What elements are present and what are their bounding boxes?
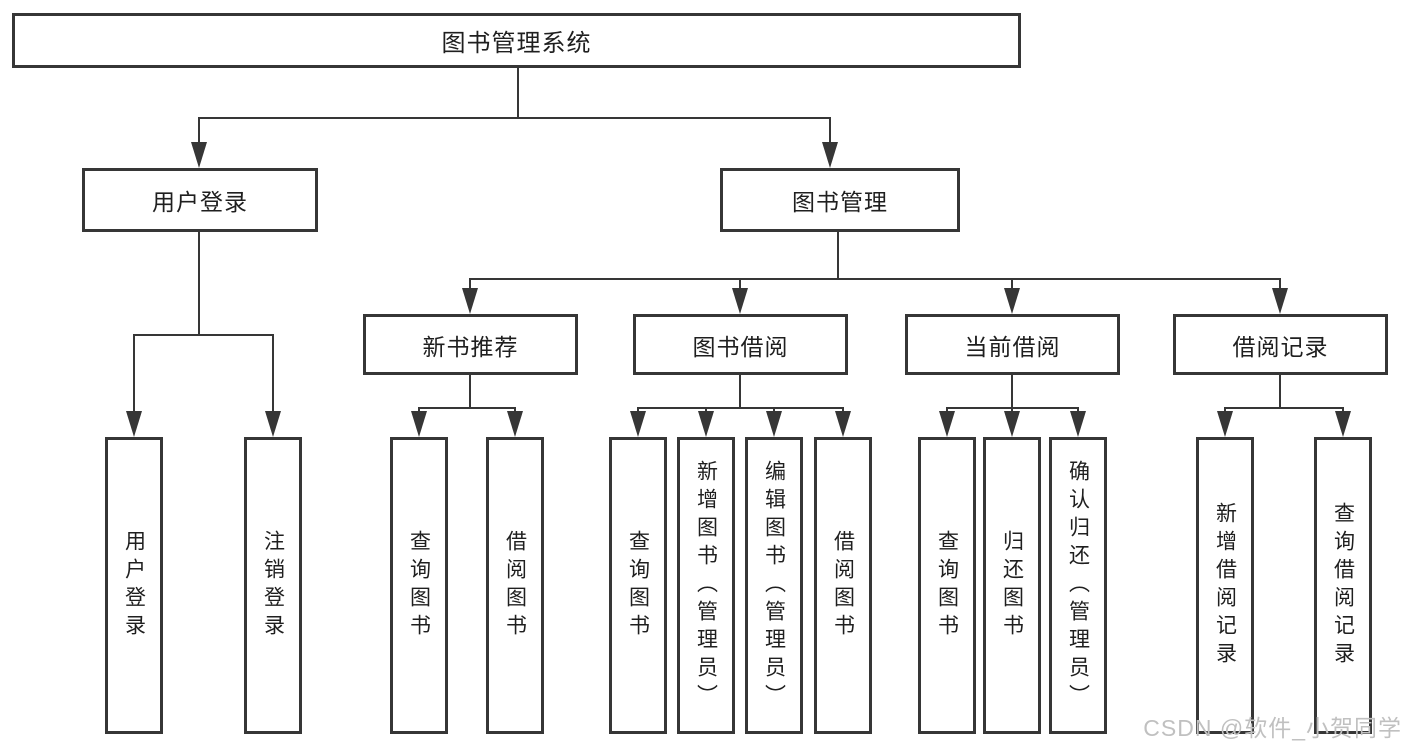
leaf-query-books-recommend-label: 查询图书 <box>407 529 431 642</box>
leaf-query-borrow-record: 查询借阅记录 <box>1314 437 1372 734</box>
arrowhead-add-book-admin <box>698 411 714 437</box>
leaf-query-borrow-record-label: 查询借阅记录 <box>1331 501 1355 670</box>
leaf-user-login-label: 用户登录 <box>122 529 146 642</box>
connector-new-book-branch <box>418 407 516 409</box>
arrowhead-borrow-books-borrow <box>835 411 851 437</box>
arrowhead-leaf-user-login <box>126 411 142 437</box>
node-current-borrow-label: 当前借阅 <box>964 333 1061 360</box>
leaf-return-book-label: 归还图书 <box>1000 529 1024 642</box>
node-borrow-record: 借阅记录 <box>1173 314 1388 375</box>
csdn-watermark: CSDN @软件_小贺同学 <box>1143 715 1402 741</box>
leaf-query-books-recommend: 查询图书 <box>390 437 448 734</box>
arrowhead-return-book <box>1004 411 1020 437</box>
connector-top-branch <box>198 117 831 119</box>
leaf-borrow-books-recommend-label: 借阅图书 <box>503 529 527 642</box>
arrowhead-query-books-current <box>939 411 955 437</box>
arrowhead-borrow-record <box>1272 288 1288 314</box>
connector-leg-confirm-return <box>1077 407 1079 412</box>
connector-leg-edit-book-admin <box>773 407 775 412</box>
node-book-management-label: 图书管理 <box>792 189 888 215</box>
leaf-return-book: 归还图书 <box>983 437 1041 734</box>
connector-leg-new-book <box>469 278 471 289</box>
leaf-borrow-books-recommend: 借阅图书 <box>486 437 544 734</box>
connector-leg-leaf-logout <box>272 334 274 411</box>
leaf-add-borrow-record: 新增借阅记录 <box>1196 437 1254 734</box>
connector-leg-current-borrow <box>1011 278 1013 289</box>
arrowhead-new-book <box>462 288 478 314</box>
leaf-confirm-return-admin: 确认归还（管理员） <box>1049 437 1107 734</box>
node-new-book-recommend: 新书推荐 <box>363 314 578 375</box>
arrowhead-add-borrow-record <box>1217 411 1233 437</box>
leaf-confirm-return-admin-label: 确认归还（管理员） <box>1066 459 1090 712</box>
leaf-add-borrow-record-label: 新增借阅记录 <box>1213 501 1237 670</box>
arrowhead-confirm-return <box>1070 411 1086 437</box>
node-current-borrow: 当前借阅 <box>905 314 1120 375</box>
node-user-login-label: 用户登录 <box>152 189 248 215</box>
connector-book-borrow-stem <box>739 375 741 408</box>
connector-book-management-stem <box>837 232 839 279</box>
connector-leg-leaf-user-login <box>133 334 135 411</box>
leaf-query-books-borrow: 查询图书 <box>609 437 667 734</box>
arrowhead-current-borrow <box>1004 288 1020 314</box>
arrowhead-user-login <box>191 142 207 168</box>
node-book-management: 图书管理 <box>720 168 960 232</box>
arrowhead-book-borrow <box>732 288 748 314</box>
connector-current-borrow-stem <box>1011 375 1013 408</box>
connector-leg-borrow-record <box>1279 278 1281 289</box>
connector-leg-query-books-recommend <box>418 407 420 412</box>
node-new-book-recommend-label: 新书推荐 <box>422 333 519 360</box>
connector-user-login-branch <box>133 334 274 336</box>
node-borrow-record-label: 借阅记录 <box>1232 333 1329 360</box>
arrowhead-edit-book-admin <box>766 411 782 437</box>
arrowhead-query-borrow-record <box>1335 411 1351 437</box>
connector-leg-borrow-books-borrow <box>842 407 844 412</box>
leaf-add-book-admin: 新增图书（管理员） <box>677 437 735 734</box>
connector-leg-book-borrow <box>739 278 741 289</box>
connector-user-login-stem <box>198 232 200 335</box>
connector-leg-query-books-borrow <box>637 407 639 412</box>
arrowhead-leaf-logout <box>265 411 281 437</box>
connector-borrow-record-stem <box>1279 375 1281 408</box>
leaf-borrow-books-borrow-label: 借阅图书 <box>831 529 855 642</box>
connector-level3-branch <box>469 278 1281 280</box>
leaf-logout-label: 注销登录 <box>261 529 285 642</box>
connector-leg-return-book <box>1011 407 1013 412</box>
connector-leg-add-borrow-record <box>1224 407 1226 412</box>
leaf-query-books-current: 查询图书 <box>918 437 976 734</box>
leaf-user-login: 用户登录 <box>105 437 163 734</box>
connector-leg-add-book-admin <box>705 407 707 412</box>
node-user-login: 用户登录 <box>82 168 318 232</box>
leaf-edit-book-admin-label: 编辑图书（管理员） <box>762 459 786 712</box>
node-book-borrow-label: 图书借阅 <box>692 333 789 360</box>
connector-book-borrow-branch <box>637 407 844 409</box>
arrowhead-borrow-books-recommend <box>507 411 523 437</box>
connector-leg-borrow-books-recommend <box>514 407 516 412</box>
arrowhead-query-books-borrow <box>630 411 646 437</box>
connector-borrow-record-branch <box>1224 407 1344 409</box>
connector-new-book-stem <box>469 375 471 408</box>
connector-leg-book-management <box>829 117 831 142</box>
leaf-logout: 注销登录 <box>244 437 302 734</box>
arrowhead-book-management <box>822 142 838 168</box>
node-root-label: 图书管理系统 <box>441 30 592 57</box>
connector-leg-user-login <box>198 117 200 142</box>
connector-leg-query-books-current <box>946 407 948 412</box>
leaf-query-books-current-label: 查询图书 <box>935 529 959 642</box>
node-root-library-system: 图书管理系统 <box>12 13 1021 68</box>
connector-leg-query-borrow-record <box>1342 407 1344 412</box>
leaf-query-books-borrow-label: 查询图书 <box>626 529 650 642</box>
arrowhead-query-books-recommend <box>411 411 427 437</box>
connector-root-stem <box>517 68 519 118</box>
node-book-borrow: 图书借阅 <box>633 314 848 375</box>
leaf-borrow-books-borrow: 借阅图书 <box>814 437 872 734</box>
leaf-edit-book-admin: 编辑图书（管理员） <box>745 437 803 734</box>
leaf-add-book-admin-label: 新增图书（管理员） <box>694 459 718 712</box>
